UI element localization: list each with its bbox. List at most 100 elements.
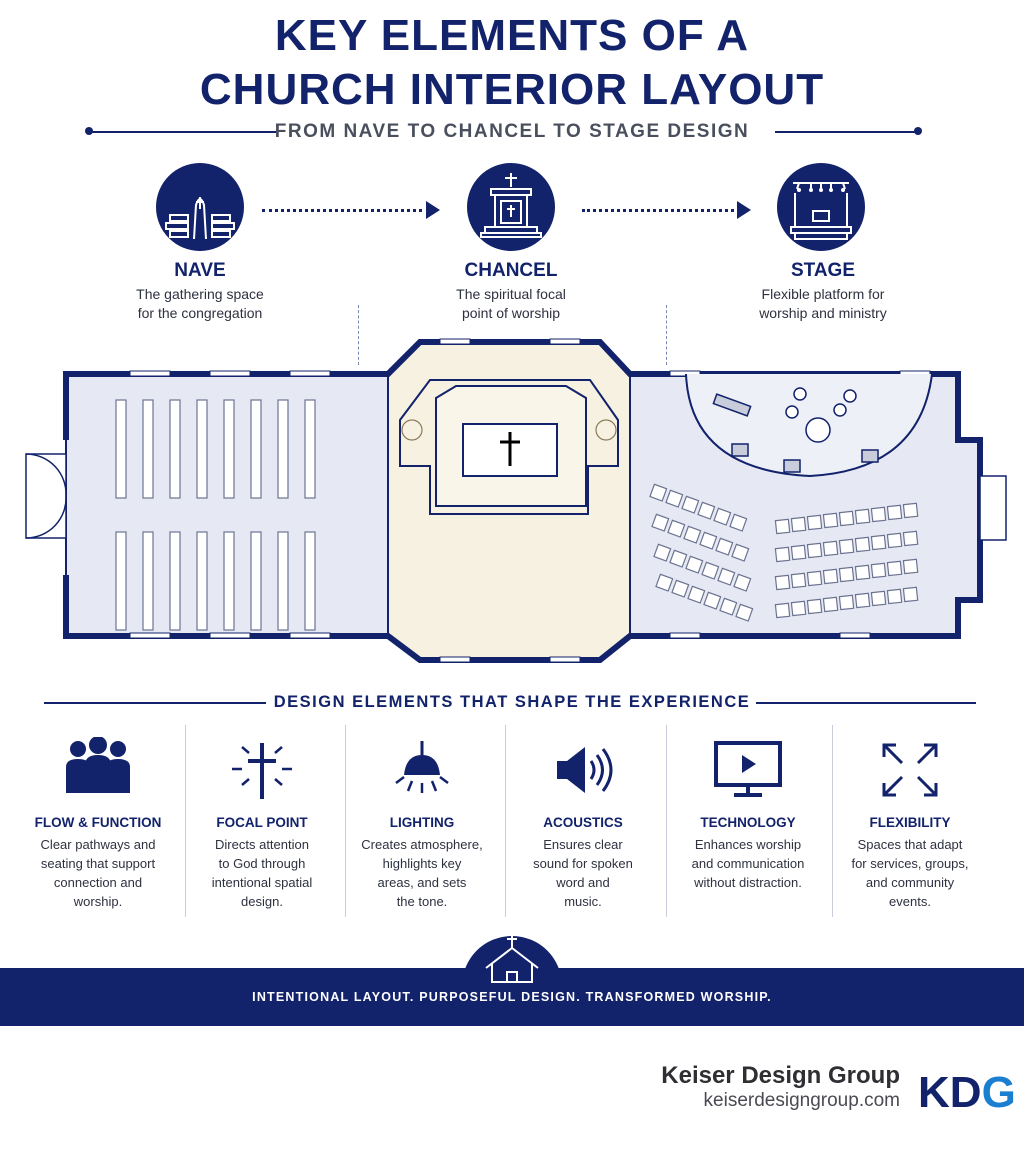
stage-chair bbox=[838, 566, 855, 583]
phase-title-stage: STAGE bbox=[790, 260, 856, 281]
stage-chair bbox=[733, 573, 752, 592]
element-title: ACOUSTICS bbox=[543, 815, 623, 830]
stage-chair bbox=[886, 532, 903, 549]
page-subtitle: FROM NAVE TO CHANCEL TO STAGE DESIGN bbox=[274, 121, 750, 142]
element-lighting: LIGHTING Creates atmosphere,highlights k… bbox=[342, 725, 502, 920]
stage-chair bbox=[731, 543, 750, 562]
stage-chair bbox=[651, 513, 670, 532]
stage-chair bbox=[774, 574, 791, 591]
stage-chair bbox=[806, 598, 823, 615]
kdg-logo: KDG bbox=[918, 1068, 1016, 1117]
stage-chair bbox=[902, 558, 919, 575]
subtitle-right-dot bbox=[914, 127, 922, 135]
stage-chair bbox=[701, 561, 720, 580]
speaker-icon bbox=[557, 747, 613, 793]
stage-chair bbox=[774, 602, 791, 619]
pew bbox=[142, 399, 154, 499]
stage-chair bbox=[870, 506, 887, 523]
stage-chair bbox=[717, 567, 736, 586]
pew bbox=[304, 399, 316, 499]
stage-chair bbox=[699, 531, 718, 550]
column-divider bbox=[185, 725, 186, 917]
flow-arrow-1 bbox=[262, 209, 422, 212]
flow-arrow-1-head bbox=[426, 201, 440, 219]
stage-chair bbox=[838, 594, 855, 611]
element-title: TECHNOLOGY bbox=[700, 815, 796, 830]
pew bbox=[277, 531, 289, 631]
expand-arrows-icon bbox=[882, 743, 938, 797]
floor-plan bbox=[25, 338, 1007, 663]
stage-chair bbox=[687, 585, 706, 604]
pew bbox=[169, 399, 181, 499]
pew bbox=[223, 399, 235, 499]
stage-chair bbox=[669, 549, 688, 568]
stage-chair bbox=[671, 579, 690, 598]
stage-chair bbox=[806, 542, 823, 559]
stage-chair bbox=[665, 489, 684, 508]
stage-chair bbox=[886, 588, 903, 605]
stage-chair bbox=[719, 597, 738, 616]
element-title: LIGHTING bbox=[389, 815, 455, 830]
stage-chair bbox=[870, 590, 887, 607]
stage-chair bbox=[715, 537, 734, 556]
people-icon bbox=[66, 737, 130, 793]
stage-chair bbox=[790, 544, 807, 561]
stage-chair bbox=[902, 530, 919, 547]
column-divider bbox=[505, 725, 506, 917]
stage-chair bbox=[870, 562, 887, 579]
stage-chair bbox=[822, 512, 839, 529]
element-title: FOCAL POINT bbox=[216, 815, 308, 830]
stage-chair bbox=[902, 502, 919, 519]
stage-chair bbox=[681, 495, 700, 514]
stage-chair bbox=[649, 483, 668, 502]
cross-icon bbox=[232, 743, 292, 799]
section-left-rule bbox=[44, 702, 266, 704]
stage-chair bbox=[729, 513, 748, 532]
stage-chair bbox=[697, 501, 716, 520]
pew bbox=[196, 399, 208, 499]
stage-chair bbox=[870, 534, 887, 551]
pew bbox=[250, 399, 262, 499]
pews-icon bbox=[156, 163, 244, 251]
stage-chair bbox=[774, 518, 791, 535]
brand-name: Keiser Design Group bbox=[661, 1062, 900, 1089]
phase-title-chancel: CHANCEL bbox=[464, 260, 558, 281]
stage-chair bbox=[838, 538, 855, 555]
stage-chair bbox=[703, 591, 722, 610]
column-divider bbox=[832, 725, 833, 917]
brand-url[interactable]: keiserdesigngroup.com bbox=[703, 1090, 900, 1111]
pew bbox=[277, 399, 289, 499]
element-title: FLOW & FUNCTION bbox=[34, 815, 162, 830]
stage-chair bbox=[854, 536, 871, 553]
pew bbox=[304, 531, 316, 631]
phase-title-nave: NAVE bbox=[174, 260, 226, 281]
stage-chair bbox=[713, 507, 732, 526]
stage-chair bbox=[886, 504, 903, 521]
subtitle-right-rule bbox=[775, 131, 917, 133]
stage-chair bbox=[838, 510, 855, 527]
pew bbox=[250, 531, 262, 631]
tagline: INTENTIONAL LAYOUT. PURPOSEFUL DESIGN. T… bbox=[252, 990, 772, 1004]
zone-divider-2 bbox=[666, 305, 667, 365]
subtitle-left-dot bbox=[85, 127, 93, 135]
page-title-line-2: CHURCH INTERIOR LAYOUT bbox=[199, 65, 825, 114]
monitor-icon bbox=[714, 741, 782, 797]
stage-chair bbox=[667, 519, 686, 538]
stage-chair bbox=[854, 564, 871, 581]
stage-chair bbox=[683, 525, 702, 544]
stage-chair bbox=[822, 540, 839, 557]
pew bbox=[115, 531, 127, 631]
stage-icon bbox=[777, 163, 865, 251]
stage-chair bbox=[653, 543, 672, 562]
altar-icon bbox=[467, 163, 555, 251]
